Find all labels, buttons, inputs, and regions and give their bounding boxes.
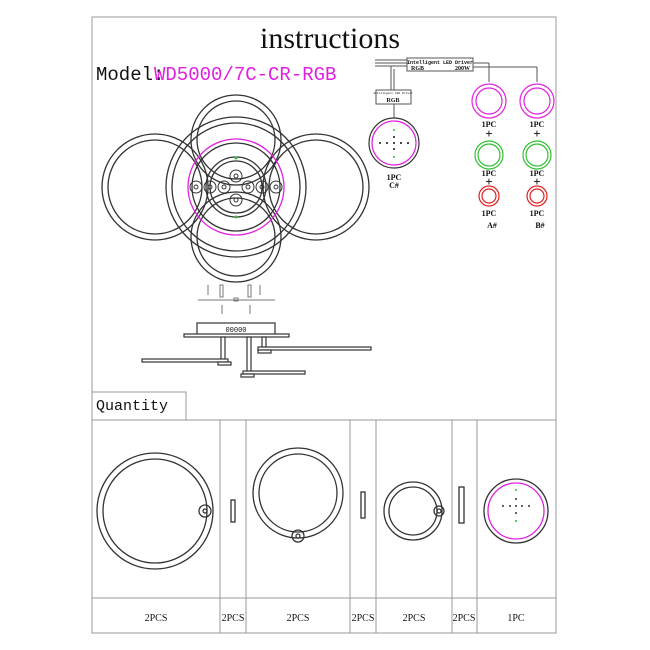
quantity-table bbox=[92, 391, 556, 633]
qty-b2: 1PC bbox=[530, 169, 545, 178]
page-title: instructions bbox=[260, 22, 400, 55]
qty-item-6: 2PCS bbox=[453, 613, 476, 624]
driver-power: 200W bbox=[455, 66, 470, 72]
qty-b3: 1PC bbox=[530, 209, 545, 218]
group-b-label: B# bbox=[535, 221, 544, 230]
qty-b1: 1PC bbox=[530, 120, 545, 129]
canopy-label: 00000 bbox=[225, 327, 246, 335]
plus-a2: + bbox=[485, 174, 492, 189]
qty-a2: 1PC bbox=[482, 169, 497, 178]
qty-c: 1PC bbox=[387, 173, 402, 182]
group-c-label: C# bbox=[389, 181, 399, 190]
part-drawings bbox=[96, 447, 549, 570]
controller-name: Intelligent LED Driver bbox=[373, 91, 413, 95]
wiring-diagram: Intelligent LED Driver RGB 200W Intellig… bbox=[368, 57, 555, 230]
qty-item-2: 2PCS bbox=[222, 613, 245, 624]
top-view-drawing bbox=[101, 94, 370, 283]
group-a-label: A# bbox=[487, 221, 497, 230]
plus-b2: + bbox=[533, 174, 540, 189]
center-panel-leds bbox=[502, 489, 530, 522]
qty-item-1: 2PCS bbox=[145, 613, 168, 624]
model-number: WD5000/7C-CR-RGB bbox=[154, 64, 336, 86]
driver-name: Intelligent LED Driver bbox=[407, 60, 473, 66]
qty-item-3: 2PCS bbox=[287, 613, 310, 624]
mounting-hardware bbox=[198, 284, 275, 314]
quantity-header: Quantity bbox=[96, 398, 168, 415]
plus-b1: + bbox=[533, 126, 540, 141]
qty-a1: 1PC bbox=[482, 120, 497, 129]
page-frame bbox=[91, 16, 557, 634]
qty-a3: 1PC bbox=[482, 209, 497, 218]
qty-item-7: 1PC bbox=[507, 613, 525, 624]
qty-item-5: 2PCS bbox=[403, 613, 426, 624]
plus-a1: + bbox=[485, 126, 492, 141]
side-view-drawing bbox=[141, 322, 372, 378]
driver-type: RGB bbox=[411, 66, 424, 72]
model-label: Model: bbox=[96, 64, 164, 86]
controller-type: RGB bbox=[386, 98, 399, 104]
qty-item-4: 2PCS bbox=[352, 613, 375, 624]
